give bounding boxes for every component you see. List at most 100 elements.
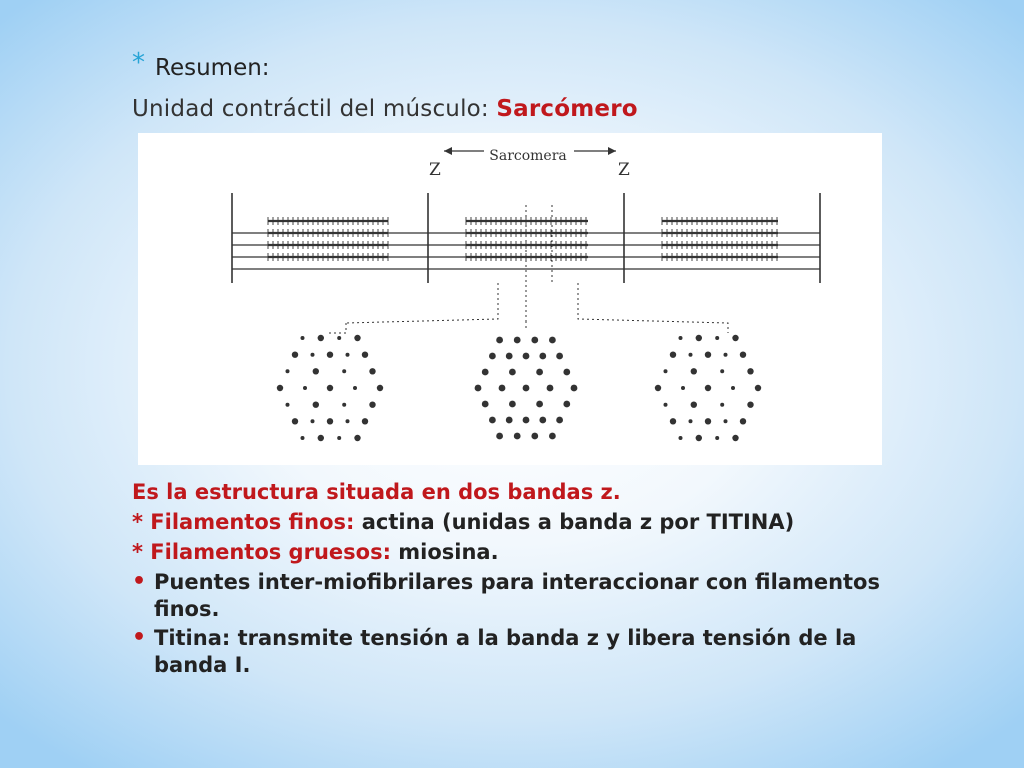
cross-section-dot-center <box>539 416 547 424</box>
cross-section-dot-center <box>563 368 571 376</box>
cross-section-dot-right <box>747 401 754 408</box>
bullet-dot-icon: • <box>132 569 147 594</box>
thick-filaments-text: miosina. <box>390 540 499 564</box>
cross-section-dot-right <box>704 384 712 392</box>
arrow-right-head <box>608 147 616 155</box>
cross-section-dot-left <box>353 386 357 390</box>
cross-section-dot-center <box>481 368 489 376</box>
cross-section-dot-right <box>739 418 747 425</box>
z-label-right: Z <box>618 160 630 180</box>
cross-section-dot-center <box>496 336 503 344</box>
cross-section-dot-left <box>342 369 347 374</box>
cross-section-dot-right <box>704 418 712 425</box>
cross-section-dot-left <box>285 369 290 374</box>
cross-section-dot-right <box>732 334 739 342</box>
cross-section-dot-left <box>312 401 319 408</box>
cross-section-dot-right <box>695 334 702 342</box>
subtitle-highlight: Sarcómero <box>496 96 638 122</box>
cross-section-dot-left <box>345 352 350 357</box>
cross-section-dot-center <box>509 400 516 408</box>
cross-section-dot-right <box>731 386 735 390</box>
cross-section-dot-center <box>509 368 516 376</box>
thin-filaments-label: Filamentos finos: <box>150 510 355 534</box>
cross-section-dot-center <box>522 384 530 392</box>
cross-section-dot-center <box>563 400 571 408</box>
cross-section-dot-center <box>556 416 563 424</box>
thick-filaments-label: Filamentos gruesos: <box>150 540 391 564</box>
cross-section-dot-left <box>285 402 290 407</box>
cross-section-dot-left <box>376 384 384 392</box>
cross-section-dot-left <box>361 418 369 425</box>
thick-filaments-line: * Filamentos gruesos: miosina. <box>132 537 932 567</box>
cross-section-dot-left <box>326 418 334 425</box>
cross-section-dot-left <box>310 419 315 424</box>
cross-section-dot-left <box>300 336 305 340</box>
cross-section-dot-left <box>300 436 305 440</box>
cross-section-dot-left <box>303 386 307 390</box>
bullet-cross-bridges: • Puentes inter-miofibrilares para inter… <box>132 569 932 623</box>
cross-section-dot-center <box>481 400 489 408</box>
cross-section-dot-center <box>546 384 554 392</box>
cross-section-dot-right <box>678 436 683 440</box>
arrow-left-head <box>444 147 452 155</box>
cross-section-dot-right <box>695 434 702 442</box>
subtitle-prefix: Unidad contráctil del músculo: <box>132 96 497 122</box>
thick-filaments-star: * <box>132 540 151 564</box>
sarcomere-diagram: Z Z Sarcomera <box>138 133 882 465</box>
cross-section-dot-right <box>654 384 662 392</box>
body-text: Es la estructura situada en dos bandas z… <box>132 477 932 679</box>
lead-line: Es la estructura situada en dos bandas z… <box>132 480 621 504</box>
cross-section-dot-center <box>513 336 521 344</box>
thin-filaments-text: actina (unidas a banda z por TITINA) <box>354 510 795 534</box>
cross-section-dot-left <box>317 334 324 342</box>
cross-section-dot-right <box>720 402 725 407</box>
cross-section-dot-right <box>688 352 693 357</box>
cross-section-dot-right <box>690 368 697 375</box>
cross-section-dot-right <box>663 369 668 374</box>
cross-section-dot-right <box>669 418 677 425</box>
cross-section-dot-left <box>354 334 361 342</box>
cross-section-dot-right <box>715 336 720 340</box>
title-star-bullet: * <box>132 48 145 78</box>
cross-section-dot-left <box>369 401 376 408</box>
cross-section-dot-right <box>747 368 754 375</box>
slide-title: Resumen: <box>155 55 270 81</box>
cross-section-dot-left <box>337 336 342 340</box>
cross-section-dot-center <box>489 352 496 360</box>
thin-filaments-line: * Filamentos finos: actina (unidas a ban… <box>132 507 932 537</box>
cross-section-dot-center <box>522 352 530 360</box>
cross-section-dot-center <box>570 384 578 392</box>
cross-section-dot-left <box>354 434 361 442</box>
cross-section-dot-right <box>669 351 677 358</box>
cross-section-dot-center <box>498 384 506 392</box>
cross-section-dot-right <box>663 402 668 407</box>
cross-section-dot-right <box>690 401 697 408</box>
cross-section-dot-right <box>723 419 728 424</box>
cross-section-dot-left <box>342 402 347 407</box>
cross-section-dot-center <box>531 432 539 440</box>
cross-section-dot-right <box>739 351 747 358</box>
cross-section-dot-center <box>489 416 496 424</box>
bullet-titin-text: Titina: transmite tensión a la banda z y… <box>154 626 857 677</box>
cross-section-dot-center <box>556 352 563 360</box>
cross-section-dot-center <box>496 432 503 440</box>
thin-filaments-star: * <box>132 510 151 534</box>
cross-section-dot-left <box>326 351 334 358</box>
cross-section-dot-right <box>732 434 739 442</box>
cross-section-dot-left <box>369 368 376 375</box>
cross-section-dot-center <box>539 352 547 360</box>
sarcomere-label: Sarcomera <box>489 148 567 164</box>
cross-section-dot-center <box>474 384 482 392</box>
cross-section-dot-left <box>312 368 319 375</box>
cross-section-dot-right <box>715 436 720 440</box>
cross-section-dot-center <box>549 432 556 440</box>
cross-section-dot-center <box>536 400 543 408</box>
cross-section-dot-right <box>720 369 725 374</box>
cross-section-dot-center <box>505 352 513 360</box>
z-label-left: Z <box>429 160 441 180</box>
cross-section-dot-left <box>317 434 324 442</box>
cross-section-dot-right <box>681 386 685 390</box>
cross-section-dot-left <box>291 418 299 425</box>
cross-section-dot-center <box>513 432 521 440</box>
cross-section-dot-right <box>704 351 712 358</box>
